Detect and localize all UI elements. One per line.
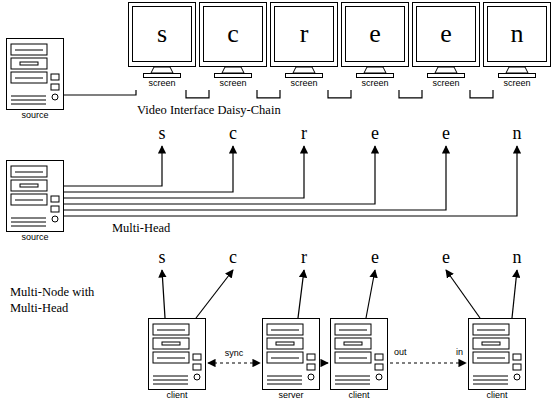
computer-node: source: [6, 38, 64, 122]
monitor-node: e screen: [341, 2, 409, 90]
head-line: [64, 146, 233, 192]
output-letter: n: [511, 248, 524, 268]
head-line: [64, 146, 162, 186]
device-label: screen: [148, 79, 175, 89]
device-label: screen: [290, 79, 317, 89]
computer-icon: [6, 38, 64, 110]
computer-node: client: [148, 318, 206, 402]
head-line: [196, 270, 233, 318]
computer-node: source: [6, 160, 64, 244]
device-label: screen: [361, 79, 388, 89]
video-cable: [257, 90, 280, 98]
device-label: screen: [432, 79, 459, 89]
monitor-node: r screen: [270, 2, 338, 90]
head-line: [64, 146, 446, 210]
monitor-node: s screen: [128, 2, 196, 90]
screen-letter: r: [300, 20, 309, 49]
video-cable: [470, 90, 493, 98]
sync-link: [390, 362, 466, 363]
monitor-node: e screen: [412, 2, 480, 90]
head-line: [64, 146, 304, 198]
output-letter: e: [369, 248, 381, 268]
head-line: [446, 270, 480, 318]
computer-node: client: [330, 318, 388, 402]
head-line: [512, 270, 517, 318]
output-letter: e: [369, 124, 381, 144]
device-label: screen: [219, 79, 246, 89]
output-letter: s: [156, 248, 167, 268]
video-cable: [64, 90, 136, 95]
output-letter: e: [440, 248, 452, 268]
device-label: source: [21, 233, 48, 243]
device-label: server: [278, 391, 303, 401]
output-letter: c: [227, 124, 239, 144]
section-title: Multi-Head: [110, 222, 172, 236]
video-cable: [322, 362, 328, 363]
computer-icon: [330, 318, 388, 390]
screen-letter: e: [440, 20, 452, 49]
device-label: client: [348, 391, 369, 401]
screen-letter: s: [157, 20, 167, 49]
head-line: [64, 146, 375, 204]
head-line: [298, 270, 304, 318]
video-cable: [328, 90, 351, 98]
screen-letter: e: [369, 20, 381, 49]
screen-letter: n: [511, 20, 524, 49]
output-letter: r: [299, 124, 309, 144]
output-letter: c: [227, 248, 239, 268]
device-label: client: [166, 391, 187, 401]
device-label: client: [486, 391, 507, 401]
head-line: [366, 270, 375, 318]
output-letter: r: [299, 248, 309, 268]
device-label: screen: [503, 79, 530, 89]
section-title: Video Interface Daisy-Chain: [135, 104, 283, 118]
port-label: out: [392, 348, 409, 358]
monitor-node: n screen: [483, 2, 551, 90]
device-label: source: [21, 111, 48, 121]
output-letter: s: [156, 124, 167, 144]
computer-icon: [262, 318, 320, 390]
monitor-node: c screen: [199, 2, 267, 90]
section-title: Multi-Node with Multi-Head: [8, 284, 122, 317]
edge-label: sync: [223, 349, 246, 359]
computer-node: server: [262, 318, 320, 402]
output-letter: n: [511, 124, 524, 144]
computer-icon: [468, 318, 526, 390]
screen-letter: c: [227, 20, 239, 49]
sync-link: [208, 362, 260, 363]
output-letter: e: [440, 124, 452, 144]
port-label: in: [454, 348, 465, 358]
head-line: [162, 270, 165, 318]
computer-icon: [148, 318, 206, 390]
computer-node: client: [468, 318, 526, 402]
computer-icon: [6, 160, 64, 232]
video-cable: [399, 90, 422, 98]
video-cable: [186, 90, 209, 98]
head-line: [64, 146, 517, 216]
